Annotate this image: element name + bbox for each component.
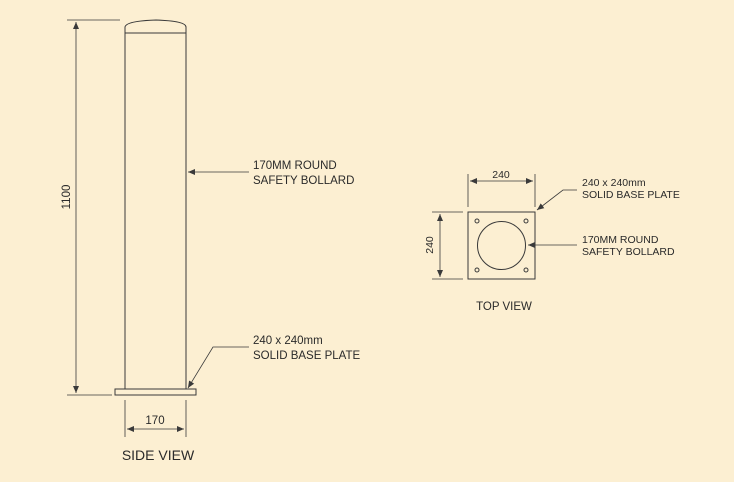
top-bollard-callout-line2: SAFETY BOLLARD — [582, 246, 675, 258]
top-base-plate — [467, 211, 536, 280]
base-plate-leader — [187, 346, 249, 389]
bolt-hole — [523, 218, 529, 224]
top-bollard-callout-line1: 170MM ROUND — [582, 234, 659, 246]
bolt-hole — [523, 267, 529, 273]
side-base-plate — [114, 388, 197, 396]
top-view-title: TOP VIEW — [476, 301, 532, 313]
side-bollard-callout-line2: SAFETY BOLLARD — [253, 175, 354, 187]
top-plate-leader — [536, 189, 577, 211]
top-width-label: 240 — [492, 169, 510, 181]
top-height-label: 240 — [424, 236, 436, 254]
top-plate-callout-line2: SOLID BASE PLATE — [582, 189, 680, 201]
side-view — [67, 19, 249, 437]
bollard-cap — [124, 19, 187, 34]
top-view — [432, 174, 577, 280]
side-plate-callout-line2: SOLID BASE PLATE — [253, 350, 360, 362]
bollard-body — [124, 32, 187, 390]
side-width-label: 170 — [145, 415, 164, 427]
bolt-hole — [474, 267, 480, 273]
bolt-hole — [474, 218, 480, 224]
side-bollard-callout-line1: 170MM ROUND — [253, 160, 337, 172]
side-height-label: 1100 — [61, 185, 73, 210]
side-plate-callout-line1: 240 x 240mm — [253, 335, 323, 347]
top-plate-callout-line1: 240 x 240mm — [582, 177, 646, 189]
side-view-title: SIDE VIEW — [122, 447, 195, 463]
top-bollard-circle — [477, 221, 526, 270]
